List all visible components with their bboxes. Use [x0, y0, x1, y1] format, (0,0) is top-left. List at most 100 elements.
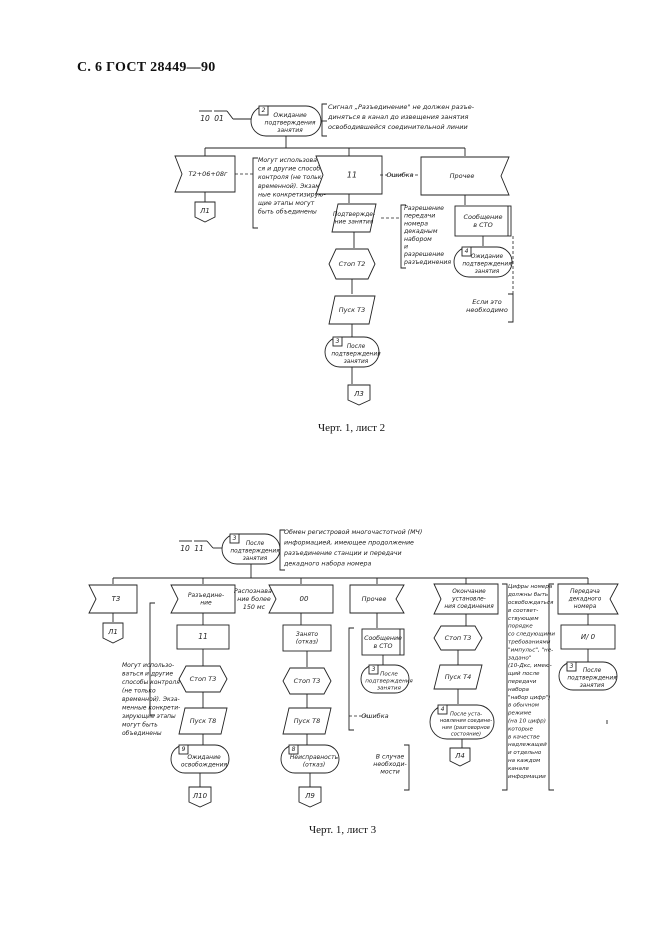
sheet3-col2-proc-stop-t3-label: Стоп Т3 — [190, 675, 217, 683]
sheet3-col2-proc-start-t8 — [178, 707, 228, 735]
sheet3-col4-error-label: Ошибка — [361, 712, 388, 720]
sheet3-col6-note: щий после — [508, 671, 540, 677]
input-mark: 10 — [180, 544, 190, 553]
sheet2-left-connector-label: Л1 — [199, 207, 210, 215]
sheet2-start-state-number-box — [258, 105, 269, 116]
sheet3-col4-state-3-label: занятия — [377, 686, 401, 692]
sheet3-col3-proc-busy — [282, 624, 332, 652]
sheet2-state-3-number-box — [332, 336, 343, 347]
sheet2-right-receive-label: Прочее — [450, 172, 475, 180]
sheet3-col2-proc-start-t8-label: Пуск Т8 — [190, 717, 216, 725]
sheet3-col6-note-bracket-right — [548, 583, 554, 791]
sheet2-left-note-bracket — [252, 157, 258, 229]
sheet3-col5-state-4-label: ния (разговорное — [442, 725, 490, 731]
sheet2-state-4-label: занятия — [475, 269, 500, 275]
sheet3-col4-state-3-label: подтверждения — [365, 679, 413, 685]
sheet2-proc-stop-t2 — [328, 248, 376, 280]
sheet2-mid-note-bracket — [400, 204, 406, 269]
sheet2-mid-note: декадным — [403, 228, 438, 235]
sheet3-col3-proc-stop-t3 — [282, 667, 332, 695]
sheet3-start-state-label: подтверждения — [230, 549, 280, 555]
sheet2-state-3-label: После — [347, 344, 366, 350]
sheet2-right-proc-sto — [454, 205, 512, 237]
sheet3-col6-receive-label: Передача — [570, 589, 600, 595]
sheet2-start-state-label: занятия — [277, 127, 303, 134]
sheet3-col2-receive-label: ние — [200, 599, 212, 606]
sheet3-col4-state-3-number-box — [368, 664, 379, 675]
sheet3-col3-state-8-label: Неисправность — [290, 754, 339, 761]
sheet3-col6-receive — [557, 583, 619, 615]
sheet3-start-state-number: 3 — [233, 535, 237, 542]
sheet3-col2-connector — [188, 786, 212, 808]
sheet3-col1-connector-label: Л1 — [107, 628, 118, 636]
sheet2-right-note-bracket — [508, 293, 514, 323]
sheet3-col5-receive-label: установле- — [451, 597, 486, 603]
sheet3-col6-note: в соответ- — [508, 608, 538, 614]
sheet3-col5-receive-label: Окончание — [452, 589, 486, 595]
sheet3-col5-state-4-number-box — [437, 704, 448, 715]
input-mark: 01 — [214, 114, 224, 123]
input-mark: 10 — [200, 114, 210, 123]
sheet2-top-note: Сигнал „Разъединение" не должен разъе- — [328, 103, 475, 111]
sheet2-right-proc-sto-label: в СТО — [473, 221, 493, 229]
sheet3-col6-note: информации — [508, 774, 546, 780]
sheet3-col4-receive — [349, 584, 405, 614]
sheet2-state-4-number-box — [461, 246, 472, 257]
sheet3-col2-state-9-label: освобождения — [181, 761, 228, 768]
sheet3-col6-receive-label: декадного — [568, 597, 602, 603]
figure-caption-sheet-3: Черт. 1, лист 3 — [309, 824, 377, 836]
sheet2-top-note-bracket — [321, 103, 327, 137]
sheet3-col3-proc-stop-t3-label: Стоп Т3 — [294, 677, 321, 685]
sheet3-col5-proc-start-t4-label: Пуск Т4 — [445, 673, 471, 681]
sheet3-col6-note: требованиями — [508, 640, 551, 646]
sheet2-state-3-label: подтверждения — [331, 352, 381, 358]
sheet2-mid-receive-label: 11 — [347, 171, 357, 180]
sheet3-col3-proc-start-t8 — [282, 707, 332, 735]
sheet3-col4-note: необходи- — [373, 760, 406, 768]
sheet3-col3-connector — [298, 786, 322, 808]
sheet3-col6-note: (10-Дкс, имею- — [508, 663, 552, 669]
sheet3-top-note: декадного набора номера — [283, 560, 372, 568]
sheet3-col6-note: набора — [508, 687, 530, 693]
sheet3-col6-note: ствующем — [508, 616, 539, 622]
sheet3-col2-proc-11-label: 11 — [198, 632, 208, 641]
sheet2-proc-start-t3-label: Пуск Т3 — [339, 306, 365, 314]
sheet3-col1-note: менные конкрети- — [122, 705, 180, 712]
sheet3-col4-note: В случае — [376, 753, 405, 760]
sheet3-col1-note: объединены — [122, 730, 162, 737]
input-mark: 11 — [194, 544, 204, 553]
sheet3-col1-note: зирующие этапы — [122, 713, 176, 720]
sheet3-top-note: Обмен регистровой многочастотной (МЧ) — [284, 528, 422, 536]
sheet3-col4-state-3-number: 3 — [372, 666, 376, 673]
sheet3-col6-note-bracket — [502, 583, 508, 791]
sheet3-col4-receive-label: Прочее — [362, 595, 387, 603]
sheet2-left-note: контроля (не только — [258, 174, 325, 181]
sheet3-col4-note: мости — [380, 769, 399, 776]
sheet3-col6-note: надлежащей — [508, 742, 547, 748]
sheet3-col3-state-8-number: 8 — [292, 746, 296, 753]
input-arrow — [206, 540, 214, 549]
sheet2-proc-confirm — [331, 203, 377, 233]
sheet3-col5-state-4-label: После уста- — [450, 711, 482, 717]
sheet2-right-receive — [420, 156, 510, 196]
sheet3-col3-note: 150 мс — [243, 604, 266, 611]
sheet3-start-state-label: После — [246, 541, 265, 547]
sheet2-mid-note: набором — [404, 235, 432, 243]
sheet3-col6-state-3-label: После — [583, 668, 602, 674]
sheet3-col6-note: порядке — [508, 624, 533, 630]
page-header: С. 6 ГОСТ 28449—90 — [77, 60, 216, 75]
sheet3-col5-connector-label: Л4 — [454, 752, 465, 760]
figure-caption-sheet-2: Черт. 1, лист 2 — [318, 422, 386, 434]
sheet2-left-connector — [194, 201, 216, 223]
sheet3-col2-state-9-label: Ожидание — [187, 754, 221, 761]
sheet3-col3-proc-busy-label: Занято — [296, 631, 319, 638]
input-arrow — [226, 110, 234, 120]
sheet3-col3-connector-label: Л9 — [304, 792, 315, 800]
sheet3-col6-note: в обычном — [508, 703, 540, 709]
sheet3-col6-state-3-number: 3 — [570, 663, 574, 670]
sheet3-col6-note: "импульс", "не- — [508, 647, 553, 653]
sheet3-col6-state-3-number-box — [566, 661, 577, 672]
sheet2-mid-note: номера — [404, 220, 428, 227]
sheet3-col1-note: ваться и другие — [122, 671, 173, 678]
